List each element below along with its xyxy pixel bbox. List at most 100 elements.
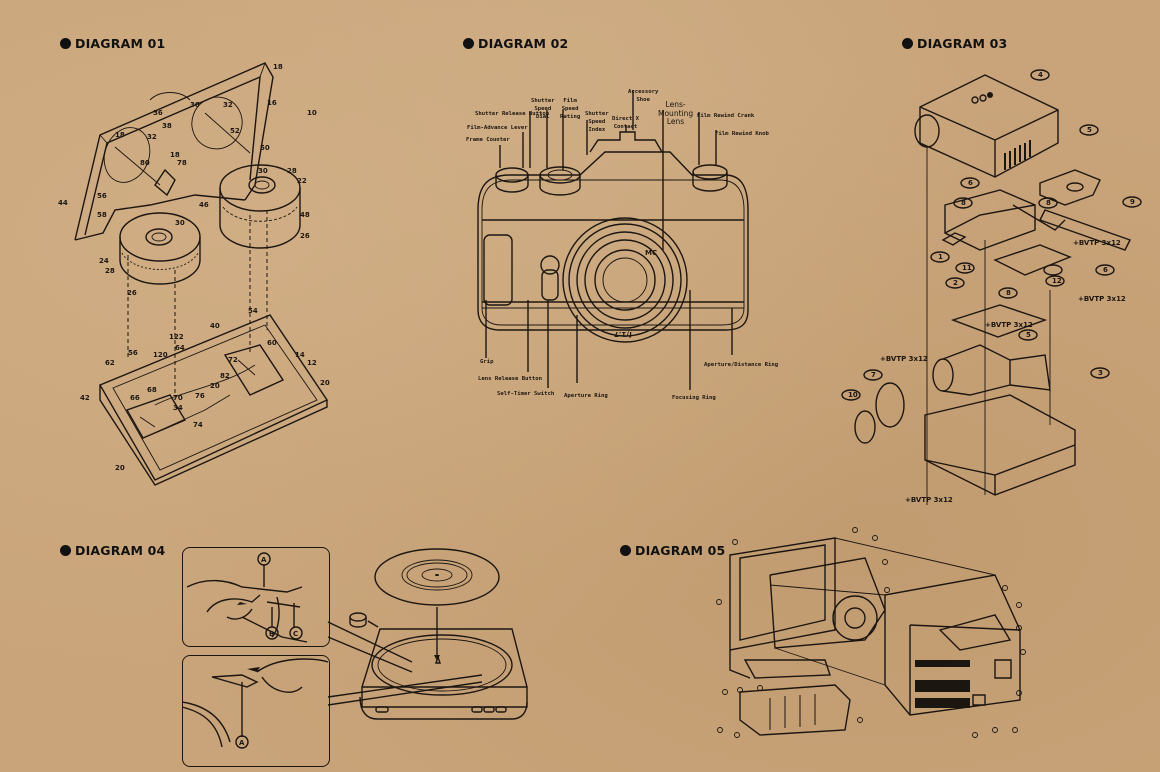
svg-text:18: 18 [170, 151, 180, 159]
svg-text:14: 14 [295, 351, 305, 359]
label-aperture-ring: Aperture Ring [564, 393, 608, 399]
svg-text:20: 20 [320, 379, 330, 387]
svg-text:42: 42 [80, 394, 90, 402]
svg-text:28: 28 [287, 167, 297, 175]
svg-text:44: 44 [58, 199, 68, 207]
svg-text:122: 122 [169, 333, 184, 341]
svg-text:24: 24 [99, 257, 109, 265]
bullet-icon [60, 545, 71, 556]
svg-text:52: 52 [230, 127, 240, 135]
diagram-05-title: DIAGRAM 05 [620, 543, 725, 558]
diagram-02-title: DIAGRAM 02 [463, 36, 568, 51]
svg-text:4: 4 [1038, 71, 1043, 79]
svg-text:38: 38 [162, 122, 172, 130]
label-grip: Grip [480, 359, 494, 365]
diagram-03-title: DIAGRAM 03 [902, 36, 1007, 51]
label-self-timer-switch: Self-Timer Switch [497, 391, 555, 397]
svg-text:10: 10 [848, 391, 858, 399]
svg-text:46: 46 [199, 201, 209, 209]
svg-text:76: 76 [195, 392, 205, 400]
bullet-icon [620, 545, 631, 556]
svg-text:f/1.7: f/1.7 [614, 330, 632, 338]
bullet-icon [463, 38, 474, 49]
label-frame-counter: Frame Counter [466, 137, 510, 143]
svg-text:12: 12 [1052, 277, 1062, 285]
label-shutter-speed-dial: Shutter Speed Dial [531, 98, 555, 121]
svg-text:120: 120 [153, 351, 168, 359]
svg-text:16: 16 [267, 99, 277, 107]
svg-text:74: 74 [193, 421, 203, 429]
label-focusing-ring: Focusing Ring [672, 395, 716, 401]
diagram-03-projector-drawing: 4 5 6 8 1 11 2 8 9 8 12 6 3 5 7 10 +BVTP… [835, 65, 1145, 505]
diagram-01-title: DIAGRAM 01 [60, 36, 165, 51]
svg-text:72: 72 [228, 356, 238, 364]
svg-text:80: 80 [140, 159, 150, 167]
svg-text:+BVTP 3x12: +BVTP 3x12 [985, 321, 1033, 329]
label-film-rewind-crank: Film Rewind Crank [697, 113, 755, 119]
svg-text:11: 11 [962, 264, 972, 272]
svg-text:64: 64 [175, 344, 185, 352]
label-direct-x-contact: Direct X Contact [612, 116, 639, 131]
label-film-advance-lever: Film-Advance Lever [467, 125, 528, 131]
bullet-icon [902, 38, 913, 49]
svg-text:2: 2 [953, 279, 958, 287]
label-lens-release-button: Lens Release Button [478, 376, 542, 382]
svg-text:8: 8 [1046, 199, 1051, 207]
label-shutter-release-button: Shutter Release Button [475, 111, 550, 117]
svg-text:8: 8 [961, 199, 966, 207]
diagram-04-turntable-drawing: A B C A [182, 547, 532, 767]
svg-text:58: 58 [97, 211, 107, 219]
svg-text:18: 18 [273, 63, 283, 71]
svg-text:30: 30 [175, 219, 185, 227]
svg-text:32: 32 [223, 101, 233, 109]
svg-text:60: 60 [267, 339, 277, 347]
svg-text:+BVTP 3x12: +BVTP 3x12 [1078, 295, 1126, 303]
diagram-04-title: DIAGRAM 04 [60, 543, 165, 558]
svg-text:12: 12 [307, 359, 317, 367]
svg-text:48: 48 [300, 211, 310, 219]
svg-text:C: C [293, 630, 298, 638]
label-accessory-shoe: Accessory Shoe [628, 89, 659, 104]
svg-text:36: 36 [153, 109, 163, 117]
svg-text:40: 40 [210, 322, 220, 330]
svg-text:9: 9 [1130, 198, 1135, 206]
svg-text:22: 22 [297, 177, 307, 185]
svg-text:30: 30 [258, 167, 268, 175]
svg-text:5: 5 [1026, 331, 1031, 339]
svg-text:36: 36 [190, 101, 200, 109]
svg-text:7: 7 [871, 371, 876, 379]
svg-text:A: A [239, 739, 245, 747]
svg-text:6: 6 [1103, 266, 1108, 274]
svg-text:A: A [261, 556, 267, 564]
svg-text:20: 20 [210, 382, 220, 390]
svg-text:32: 32 [147, 133, 157, 141]
svg-text:62: 62 [105, 359, 115, 367]
svg-text:+BVTP 3x12: +BVTP 3x12 [1073, 239, 1121, 247]
label-shutter-speed-index: Shutter Speed Index [585, 111, 609, 134]
svg-text:MC: MC [645, 249, 657, 257]
svg-text:28: 28 [105, 267, 115, 275]
label-film-rewind-knob: Film Rewind Knob [715, 131, 769, 137]
instruction-panel-top [182, 547, 330, 647]
svg-text:82: 82 [220, 372, 230, 380]
svg-text:8: 8 [1006, 289, 1011, 297]
svg-text:56: 56 [128, 349, 138, 357]
svg-text:+BVTP 3x12: +BVTP 3x12 [905, 496, 953, 504]
instruction-panel-bottom [182, 655, 330, 767]
label-lens-mounting-lens: Lens- Mounting Lens [658, 100, 694, 127]
svg-text:50: 50 [260, 144, 270, 152]
svg-text:20: 20 [115, 464, 125, 472]
svg-text:68: 68 [147, 386, 157, 394]
label-film-speed-rating: Film Speed Rating [560, 98, 581, 121]
diagram-02-camera-drawing: f/1.7 MC [470, 140, 760, 400]
svg-text:+BVTP 3x12: +BVTP 3x12 [880, 355, 928, 363]
svg-text:5: 5 [1087, 126, 1092, 134]
svg-text:18: 18 [115, 131, 125, 139]
svg-text:1: 1 [938, 253, 943, 261]
svg-text:66: 66 [130, 394, 140, 402]
svg-text:26: 26 [300, 232, 310, 240]
svg-text:26: 26 [127, 289, 137, 297]
diagram-01-cassette-drawing: 18 16 10 36 36 38 32 32 18 52 50 18 80 7… [58, 55, 330, 495]
diagram-05-television-drawing [715, 520, 1035, 760]
svg-text:56: 56 [97, 192, 107, 200]
